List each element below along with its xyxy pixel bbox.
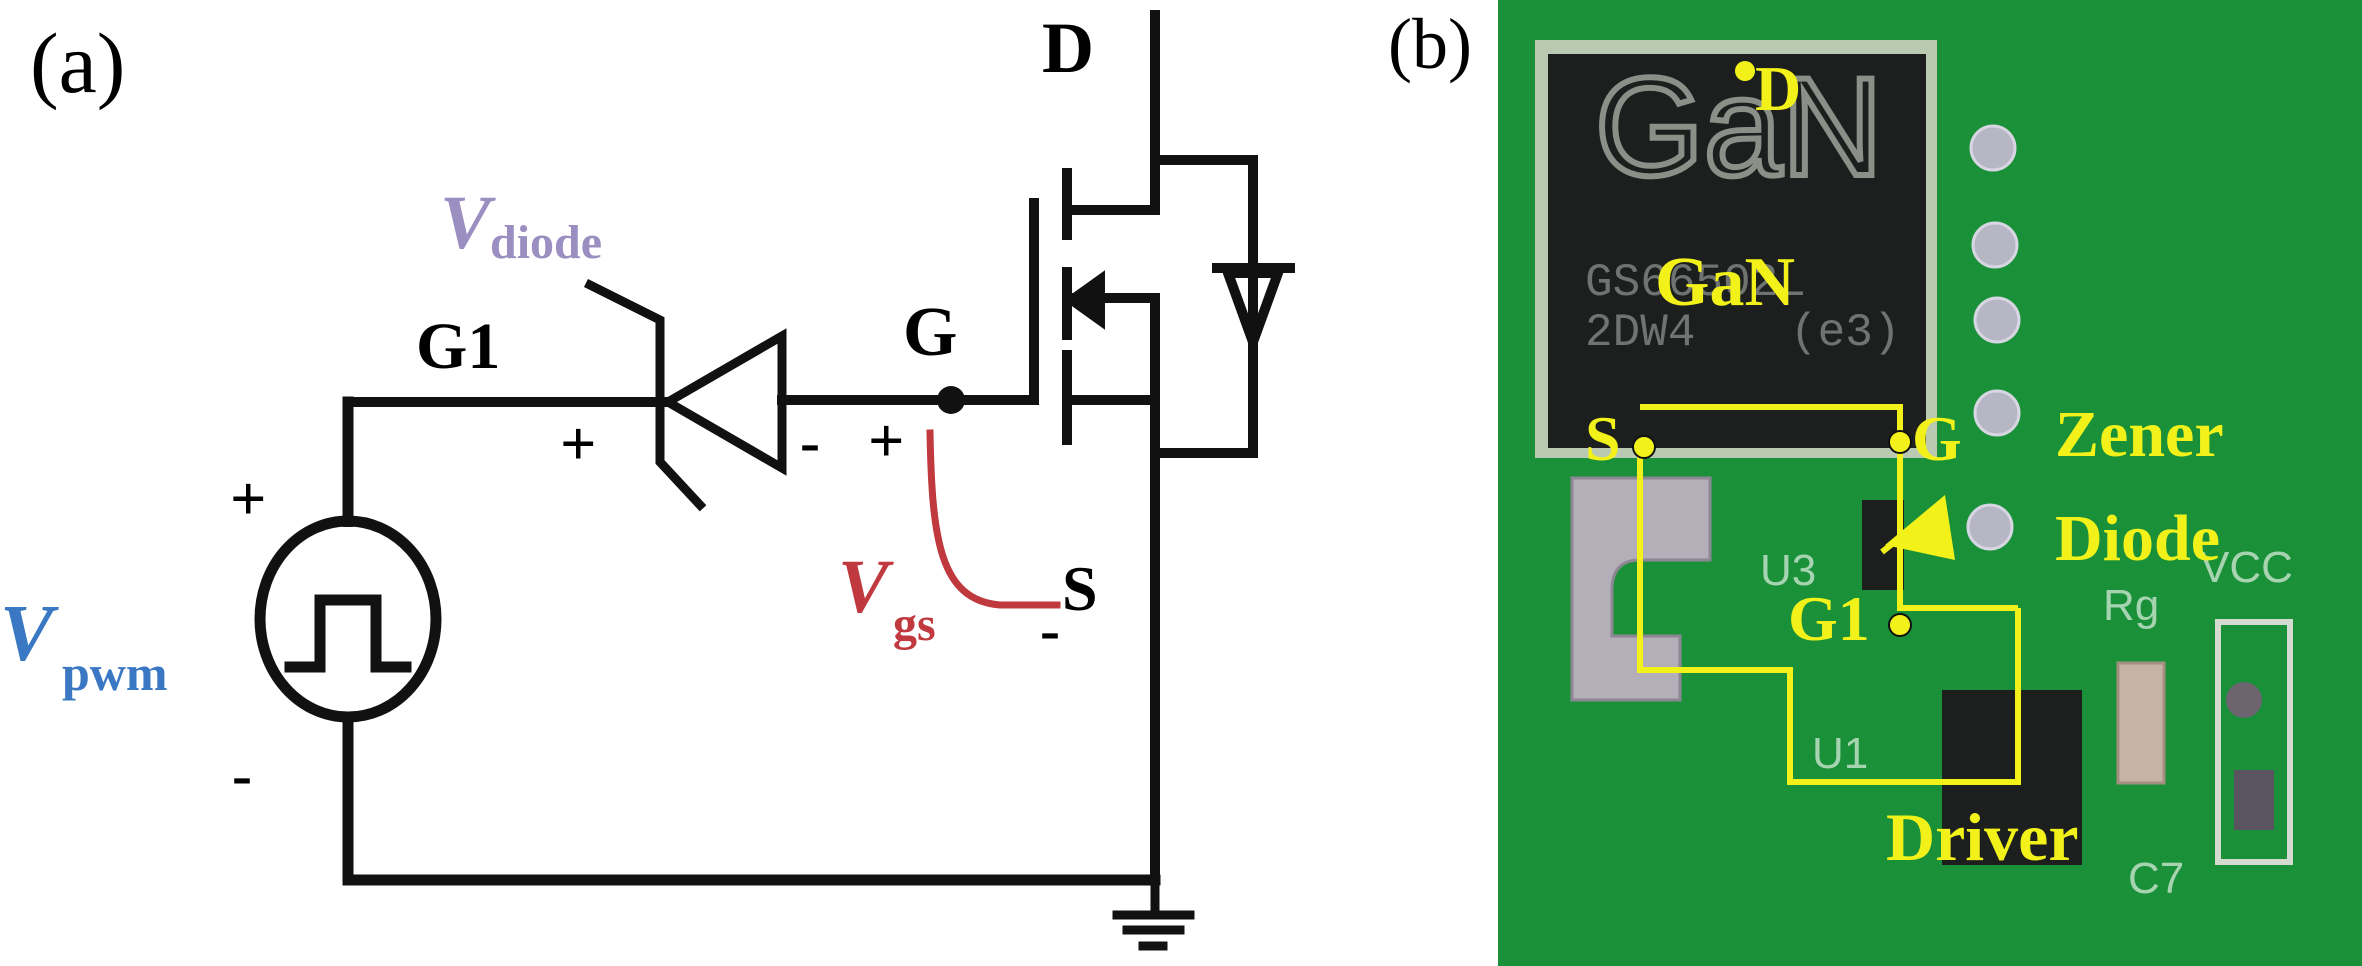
pcb-label-zener: Zener bbox=[2055, 398, 2224, 471]
node-d-label: D bbox=[1042, 8, 1094, 88]
vdiode-label: V diode bbox=[440, 181, 602, 269]
pwm-voltage-source-icon bbox=[254, 396, 1161, 886]
zener-arrow-icon bbox=[1885, 495, 1955, 560]
node-g1-label: G1 bbox=[416, 310, 500, 383]
pcb-label-s: S bbox=[1585, 403, 1621, 474]
ground-icon bbox=[1112, 875, 1195, 951]
panel-b-pcb-photo: GaN GS66502L 2DW4 (e3) U3 U1 Rg VCC C7 bbox=[1498, 0, 2362, 966]
panel-a-label: (a) bbox=[30, 15, 125, 111]
pcb-label-g: G bbox=[1912, 403, 1962, 474]
pwm-plus: + bbox=[230, 463, 266, 534]
zener-diode-icon bbox=[583, 278, 787, 512]
vgs-indicator bbox=[926, 429, 1061, 609]
vdiode-main: V bbox=[440, 181, 496, 265]
chip-marking-line3: (e3) bbox=[1790, 307, 1900, 359]
pcb-label-diode: Diode bbox=[2055, 502, 2220, 575]
pcb-label-d: D bbox=[1755, 53, 1801, 124]
vgs-sub: gs bbox=[893, 598, 936, 651]
body-diode-icon bbox=[1212, 263, 1295, 357]
vpwm-sub: pwm bbox=[62, 645, 168, 701]
vgs-minus: - bbox=[1040, 597, 1060, 663]
driver-ic bbox=[1942, 690, 2082, 865]
vdiode-sub: diode bbox=[490, 216, 602, 269]
zener-plus: + bbox=[560, 408, 596, 479]
node-g-label: G bbox=[903, 294, 957, 371]
silk-u1: U1 bbox=[1812, 729, 1868, 778]
node-s-label: S bbox=[1062, 553, 1098, 624]
wire-g bbox=[777, 198, 1039, 405]
silk-u3: U3 bbox=[1760, 546, 1816, 595]
capacitor bbox=[2116, 661, 2166, 785]
vias bbox=[1966, 124, 2021, 551]
annotation-dots bbox=[1632, 61, 1912, 637]
vgs-label: V gs bbox=[838, 545, 936, 651]
zener-minus: - bbox=[800, 409, 820, 475]
gan-transistor-icon bbox=[1062, 10, 1258, 885]
pcb-label-gan: GaN bbox=[1655, 244, 1795, 321]
connector-pin bbox=[2226, 682, 2262, 718]
pcb-label-g1: G1 bbox=[1788, 583, 1870, 654]
gan-chip: GaN GS66502L 2DW4 (e3) bbox=[1535, 40, 1937, 458]
panel-a-circuit bbox=[254, 10, 1295, 951]
pwm-minus: - bbox=[232, 742, 252, 808]
pcb-label-driver: Driver bbox=[1886, 799, 2079, 875]
panel-b-label: (b) bbox=[1388, 4, 1472, 84]
connector-pin bbox=[2234, 770, 2274, 830]
node-g-dot bbox=[937, 386, 965, 414]
chip-marking-line1: GS66502L bbox=[1585, 257, 1806, 309]
vgs-main: V bbox=[838, 545, 894, 629]
wire-g1 bbox=[343, 397, 673, 527]
silk-c7: C7 bbox=[2128, 854, 2184, 903]
silk-vcc: VCC bbox=[2200, 543, 2293, 592]
silk-rg: Rg bbox=[2103, 581, 2159, 630]
vpwm-main: V bbox=[0, 590, 59, 678]
vgs-plus: + bbox=[868, 405, 904, 476]
connector-pad bbox=[2215, 619, 2293, 865]
chip-marking-line2: 2DW4 bbox=[1585, 307, 1695, 359]
vpwm-label: V pwm bbox=[0, 590, 168, 701]
